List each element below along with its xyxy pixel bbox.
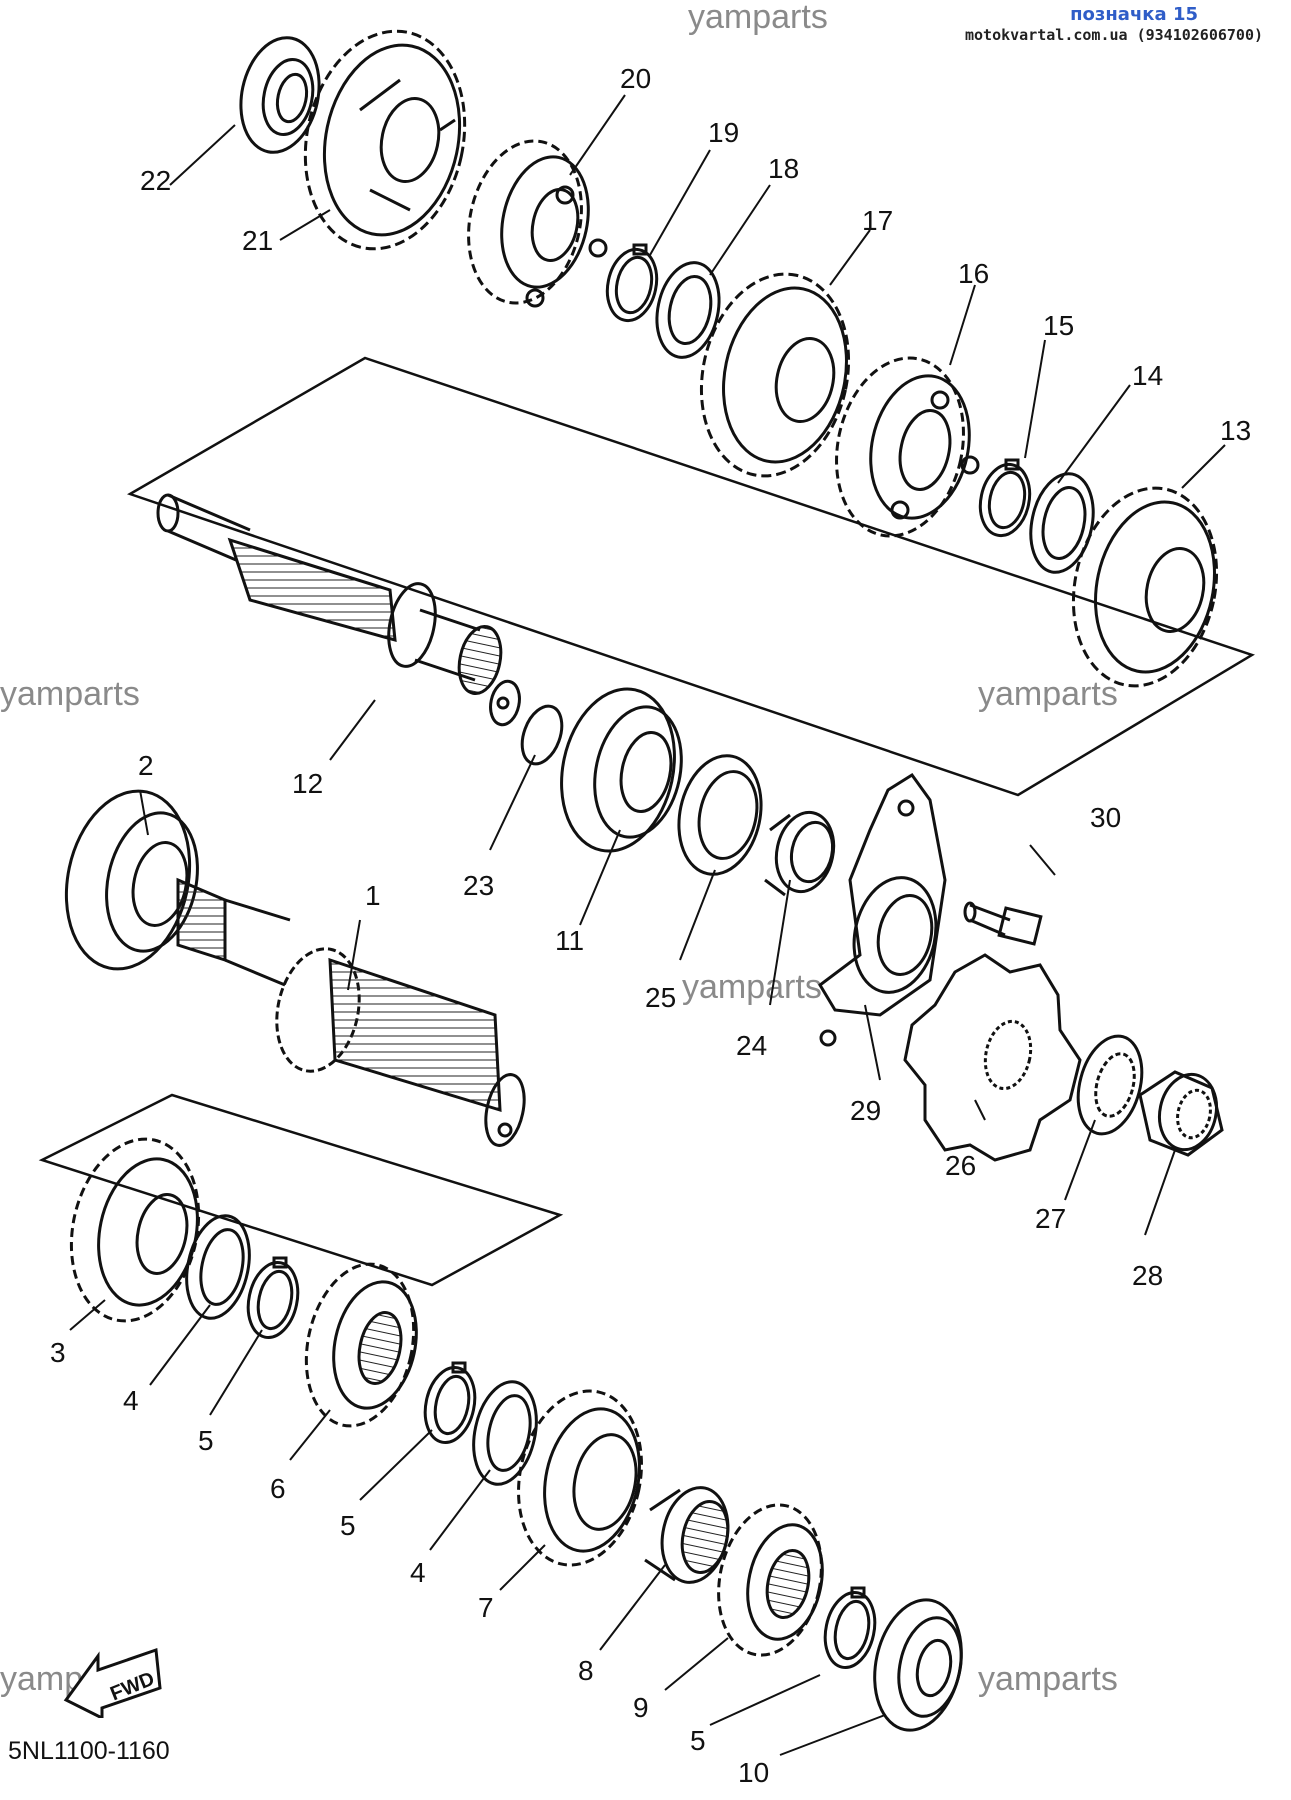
- watermark: yamparts: [688, 0, 828, 36]
- callout-6: 6: [270, 1473, 286, 1504]
- callout-5: 5: [340, 1510, 356, 1541]
- fwd-arrow-icon: FWD: [63, 1647, 162, 1718]
- callout-1: 1: [365, 880, 381, 911]
- callout-labels: 20 19 18 17 16 15 14 13 22 21 12 23 11 2…: [50, 63, 1251, 1788]
- callout-29: 29: [850, 1095, 881, 1126]
- diagram-title: позначка 15: [1070, 4, 1198, 25]
- callout-5: 5: [690, 1725, 706, 1756]
- washer-18: [655, 261, 721, 359]
- gear-13: [1071, 486, 1219, 688]
- callout-5: 5: [198, 1425, 214, 1456]
- washer-4: [185, 1214, 251, 1320]
- watermark: yamparts: [682, 968, 822, 1006]
- gear-7: [517, 1389, 643, 1567]
- diagram-code: 5NL1100-1160: [8, 1737, 170, 1765]
- lock-washer-27: [1076, 1034, 1144, 1136]
- bearing-22: [239, 36, 321, 154]
- collar-24: [764, 810, 836, 897]
- callout-2: 2: [138, 750, 154, 781]
- callout-9: 9: [633, 1692, 649, 1723]
- callout-11: 11: [555, 925, 584, 956]
- circlip-15: [978, 458, 1032, 538]
- callout-15: 15: [1043, 310, 1074, 341]
- circlip-5: [823, 1586, 877, 1670]
- gear-21: [303, 29, 467, 251]
- callout-10: 10: [738, 1757, 769, 1788]
- callout-7: 7: [478, 1592, 494, 1623]
- callout-14: 14: [1132, 360, 1163, 391]
- callout-17: 17: [862, 205, 893, 236]
- o-ring-23: [520, 704, 564, 766]
- sprocket-26: [903, 953, 1082, 1162]
- gear-20: [467, 139, 608, 308]
- callout-23: 23: [463, 870, 494, 901]
- watermark: yamparts: [0, 675, 140, 713]
- callout-19: 19: [708, 117, 739, 148]
- callout-26: 26: [945, 1150, 976, 1181]
- callout-16: 16: [958, 258, 989, 289]
- callout-18: 18: [768, 153, 799, 184]
- callout-13: 13: [1220, 415, 1251, 446]
- callout-30: 30: [1090, 802, 1121, 833]
- callout-28: 28: [1132, 1260, 1163, 1291]
- circlip-19: [605, 243, 659, 323]
- callout-4: 4: [410, 1557, 426, 1588]
- washer-14: [1029, 472, 1095, 574]
- callout-22: 22: [140, 165, 171, 196]
- watermark: yamparts: [978, 1660, 1118, 1698]
- callout-21: 21: [242, 225, 273, 256]
- bearing-2: [64, 789, 199, 971]
- contact-line: motokvartal.com.ua (934102606700): [964, 26, 1263, 44]
- callout-20: 20: [620, 63, 651, 94]
- gear-17: [699, 272, 851, 478]
- bearing-11: [560, 687, 683, 853]
- assembly-frame: [126, 356, 1255, 797]
- callout-8: 8: [578, 1655, 594, 1686]
- callout-24: 24: [736, 1030, 767, 1061]
- main-axle-1: [176, 877, 526, 1147]
- circlip-5: [246, 1256, 300, 1340]
- gear-9: [717, 1503, 824, 1657]
- callout-12: 12: [292, 768, 323, 799]
- nut-28: [1138, 1070, 1224, 1157]
- gear-6: [304, 1262, 418, 1428]
- gear-16: [835, 356, 980, 538]
- callout-4: 4: [123, 1385, 139, 1416]
- bushing-8: [644, 1486, 730, 1584]
- guide-29: [818, 772, 947, 1047]
- callout-27: 27: [1035, 1203, 1066, 1234]
- oil-seal-25: [677, 754, 763, 876]
- leader-lines: [69, 94, 1226, 1756]
- callout-25: 25: [645, 982, 676, 1013]
- callout-3: 3: [50, 1337, 66, 1368]
- bolt-30: [963, 901, 1043, 946]
- bearing-10: [873, 1598, 963, 1732]
- drive-axle-12: [156, 493, 521, 727]
- circlip-5: [423, 1361, 477, 1445]
- assembly-frame: [38, 1093, 564, 1287]
- watermark: yamparts: [978, 675, 1118, 713]
- washer-4: [472, 1380, 538, 1486]
